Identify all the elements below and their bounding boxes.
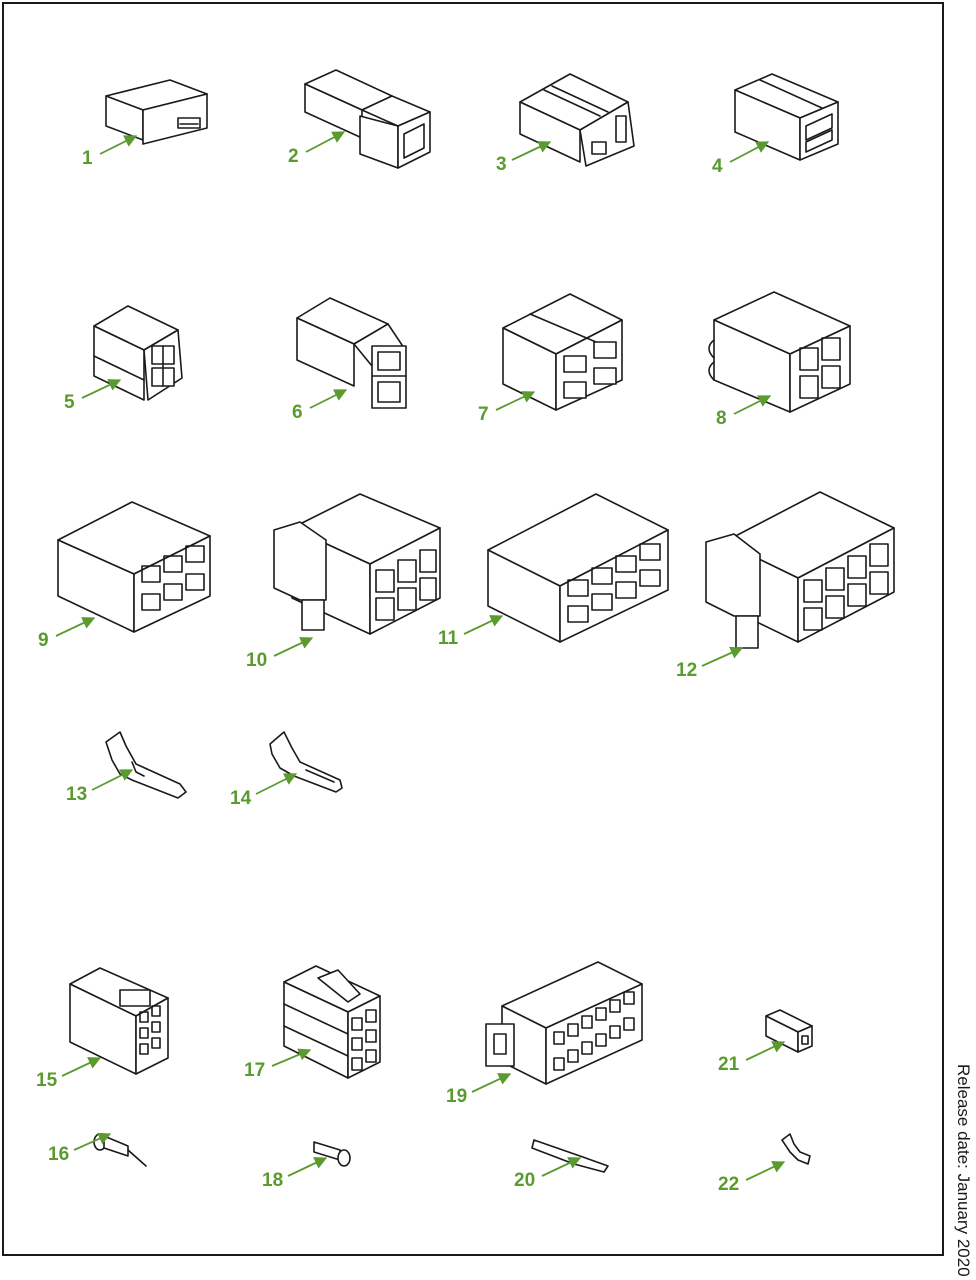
callout-label: 15: [36, 1070, 58, 1091]
callout-arrow: [91, 769, 134, 791]
callout-labels: 1 2 3 4 5 6 7 8 9 10 11 12 13 14 15 16 1…: [36, 146, 740, 1195]
part-12-drawing: [705, 491, 895, 649]
part-5-drawing: [93, 305, 183, 401]
part-19-drawing: [485, 961, 643, 1085]
callout-label: 21: [718, 1054, 740, 1075]
release-date-text: Release date: January 2020: [954, 1064, 973, 1277]
callout-arrow: [309, 389, 348, 409]
part-22-drawing: [781, 1133, 811, 1165]
callout-arrow: [55, 617, 96, 637]
callout-label: 18: [262, 1170, 283, 1191]
part-13-drawing: [105, 731, 187, 799]
callout-arrow: [81, 379, 122, 399]
callout-label: 12: [676, 660, 697, 681]
callout-arrow: [733, 395, 772, 415]
part-17-drawing: [283, 965, 381, 1079]
callout-arrow: [463, 615, 504, 635]
callout-arrow: [701, 646, 744, 667]
callout-label: 20: [514, 1170, 535, 1191]
callout-arrow: [541, 1157, 582, 1177]
callout-label: 19: [446, 1086, 467, 1107]
part-10-drawing: [273, 493, 441, 635]
callout-label: 17: [244, 1060, 265, 1081]
callout-arrow: [61, 1057, 102, 1077]
callout-label: 10: [246, 650, 267, 671]
callout-arrow: [511, 141, 552, 161]
callout-arrow: [287, 1157, 328, 1177]
part-4-drawing: [734, 73, 839, 161]
callout-arrow: [99, 135, 138, 155]
part-11-drawing: [487, 493, 669, 643]
callout-label: 22: [718, 1174, 739, 1195]
callout-arrow: [729, 141, 770, 163]
callout-arrow: [305, 131, 346, 153]
callout-arrow: [745, 1161, 786, 1181]
callout-label: 4: [712, 156, 723, 177]
callout-label: 11: [438, 628, 459, 649]
part-3-drawing: [519, 73, 635, 167]
callout-label: 8: [716, 408, 727, 429]
callout-arrow: [255, 773, 298, 795]
part-7-drawing: [502, 293, 623, 411]
part-16-drawing: [93, 1133, 147, 1167]
callout-label: 14: [230, 788, 252, 809]
callout-label: 13: [66, 784, 87, 805]
part-6-drawing: [296, 297, 407, 409]
part-8-drawing: [708, 291, 851, 413]
callout-arrow: [471, 1073, 512, 1093]
callout-label: 16: [48, 1144, 69, 1165]
callout-label: 6: [292, 402, 303, 423]
callout-label: 3: [496, 154, 507, 175]
callout-label: 9: [38, 630, 49, 651]
part-20-drawing: [531, 1139, 609, 1173]
part-18-drawing: [313, 1141, 351, 1167]
callout-arrow: [273, 637, 314, 657]
callout-arrow: [73, 1132, 112, 1151]
part-2-drawing: [304, 69, 431, 169]
part-1-drawing: [105, 79, 208, 145]
callout-label: 1: [82, 148, 93, 169]
callout-label: 7: [478, 404, 489, 425]
release-note: Release date: January 2020: [954, 1064, 973, 1277]
callout-arrow: [495, 391, 536, 411]
callout-arrow: [745, 1041, 786, 1061]
callout-arrow: [271, 1048, 312, 1067]
part-9-drawing: [57, 501, 211, 633]
part-15-drawing: [69, 967, 169, 1075]
part-21-drawing: [765, 1009, 813, 1053]
callout-arrows: [55, 131, 786, 1181]
part-14-drawing: [269, 731, 343, 793]
callout-label: 2: [288, 146, 299, 167]
callout-label: 5: [64, 392, 75, 413]
